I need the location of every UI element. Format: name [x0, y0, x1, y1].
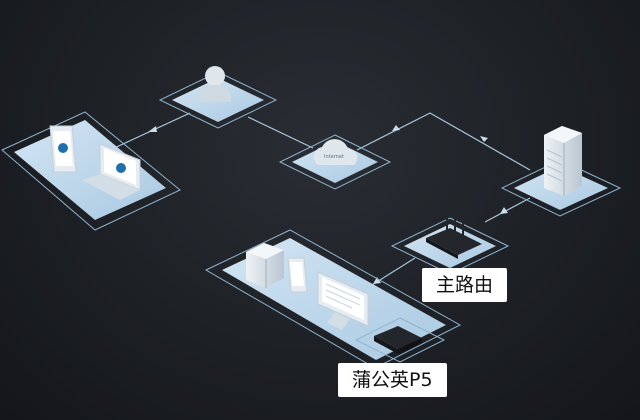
main-router-label: 主路由 [422, 268, 508, 302]
link-user-internet [247, 116, 314, 149]
tablet-icon [49, 125, 77, 173]
router-icon [426, 206, 482, 259]
laptop-icon [82, 143, 141, 200]
arrow-to-devices [148, 126, 157, 132]
arrow-to-internet-2 [480, 136, 488, 142]
arrow-to-router [500, 207, 508, 214]
cloud-label: Internet [324, 154, 344, 160]
arrow-to-office [373, 277, 381, 284]
p5-device-label: 蒲公英P5 [338, 363, 447, 397]
desktop-tower-icon [246, 243, 284, 288]
arrow-to-internet-1 [392, 125, 400, 131]
p5-platform-inset [354, 317, 446, 363]
link-server-router [484, 197, 531, 223]
link-internet-server [356, 112, 531, 171]
user-icon [199, 66, 231, 102]
cloud-icon: Internet [313, 139, 358, 165]
server-icon [544, 126, 582, 196]
p5-router-icon [374, 326, 422, 354]
arrow-markers [148, 125, 508, 284]
phone-icon [287, 257, 308, 293]
monitor-icon [317, 271, 369, 330]
